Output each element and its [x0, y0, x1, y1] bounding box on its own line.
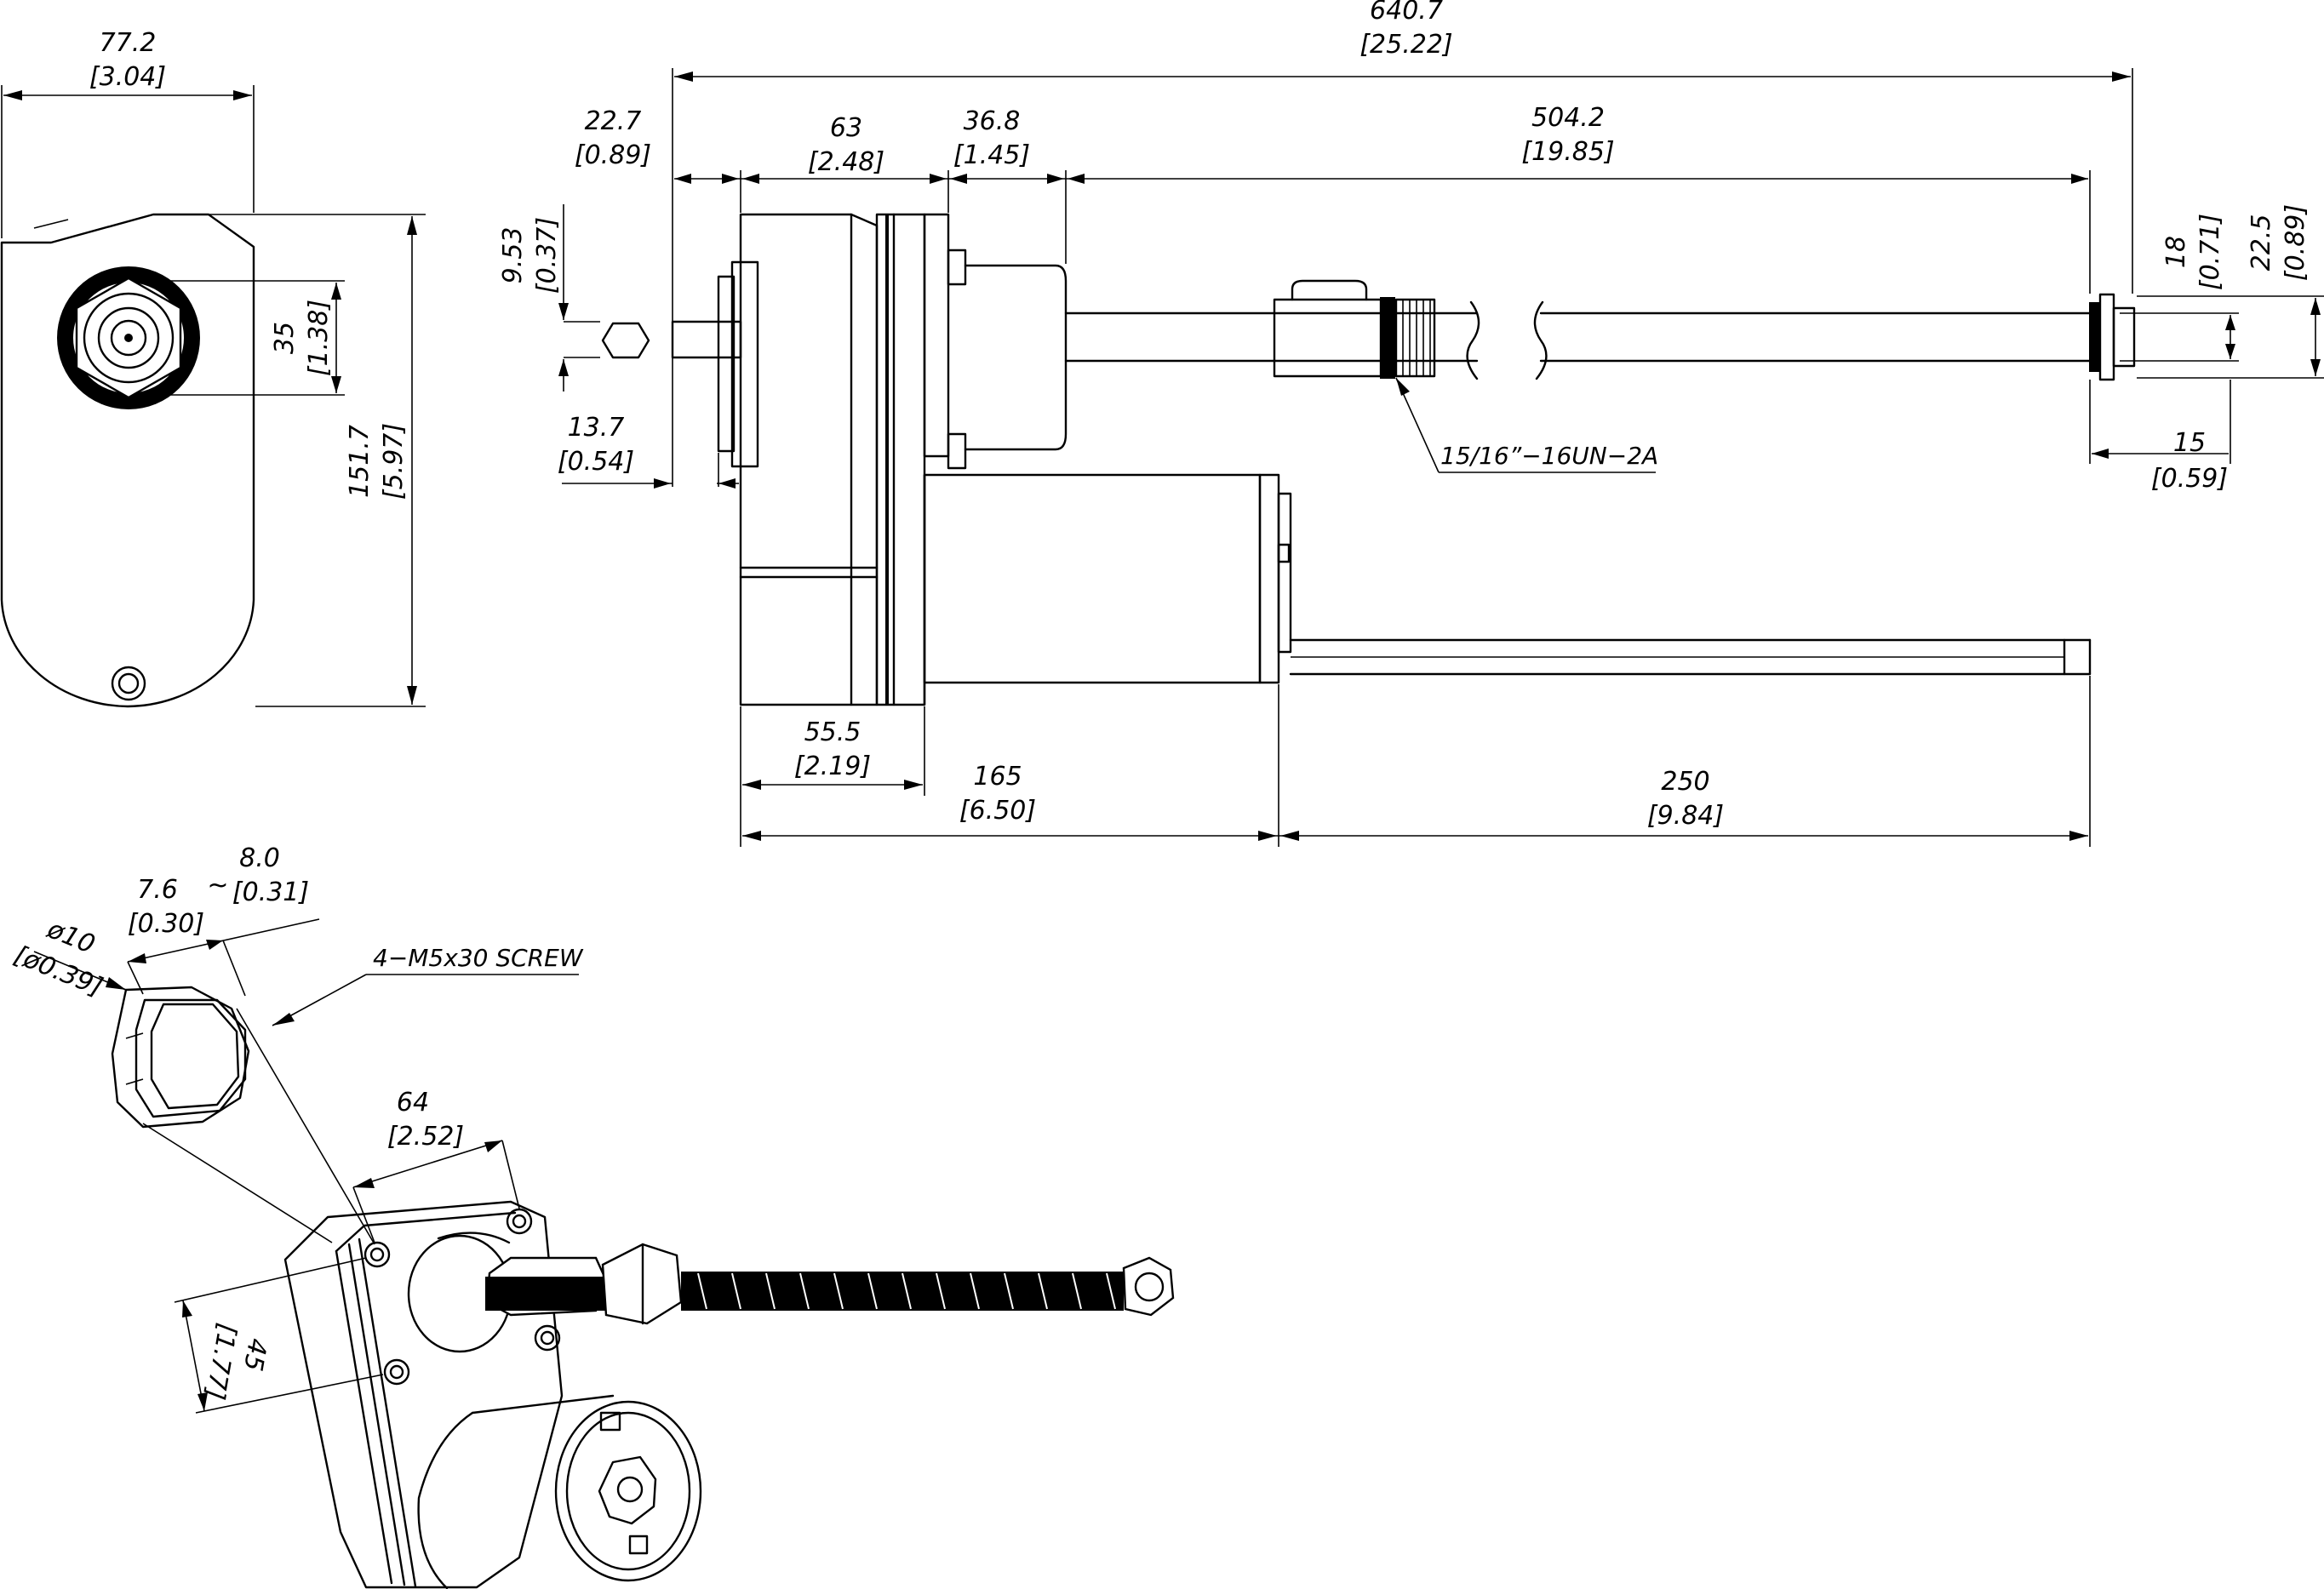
iso-view — [111, 986, 1175, 1589]
screw-threads — [697, 1272, 1116, 1310]
dim-height-45-mm: 45 — [238, 1336, 272, 1374]
dim-motor-len-mm: 165 — [973, 762, 1022, 792]
dim-shaft-offset-in: [0.54] — [558, 447, 634, 477]
dim-clevis-dia-in: [ø0.39] — [10, 940, 107, 1003]
dim-stroke-mm: 504.2 — [1531, 103, 1605, 133]
thread-spec: 15/16”−16UN−2A — [1440, 442, 1658, 470]
dim-clevis-sep: ~ — [207, 871, 228, 900]
thread-ribs — [1394, 298, 1436, 378]
dim-hole-spacing-mm: 64 — [397, 1088, 429, 1117]
dim-end-thick-mm: 15 — [2173, 428, 2206, 458]
dim-gearbox-mm: 63 — [830, 113, 862, 143]
dim-rod-end-in: [1.38] — [304, 300, 334, 376]
dim-height-45-in: [1.77] — [199, 1321, 242, 1402]
dim-clevis-min-in: [0.30] — [128, 909, 204, 939]
dim-nut-dia-mm: 22.5 — [2247, 214, 2276, 272]
dim-gear-base-mm: 55.5 — [804, 717, 861, 747]
dim-overall-in: [25.22] — [1359, 30, 1452, 60]
dim-hex-in: [0.37] — [532, 217, 562, 294]
dim-end-width-in: [3.04] — [89, 62, 166, 92]
dim-clevis-min-mm: 7.6 — [137, 875, 178, 905]
dim-rod-end-mm: 35 — [270, 322, 300, 354]
dim-gear-base-in: [2.19] — [794, 752, 871, 781]
dim-collar-mm: 36.8 — [964, 106, 1021, 136]
end-view-dimensions: 77.2 [3.04] 151.7 [5.97] 35 [1.38] — [1, 28, 426, 707]
dim-collar-in: [1.45] — [953, 140, 1030, 170]
dim-end-width-mm: 77.2 — [100, 28, 157, 58]
dim-overall-mm: 640.7 — [1370, 0, 1443, 26]
dim-end-height-mm: 151.7 — [345, 425, 375, 498]
dim-hole-spacing-in: [2.52] — [387, 1122, 464, 1152]
dim-rod-dia-in: [0.71] — [2195, 214, 2225, 290]
dim-hex-mm: 9.53 — [498, 227, 528, 284]
dim-gearbox-in: [2.48] — [808, 147, 884, 177]
side-view — [601, 213, 2136, 706]
dim-shaft-ext-mm: 22.7 — [585, 106, 642, 136]
dim-rod-dia-mm: 18 — [2161, 236, 2191, 268]
dim-shaft-offset-mm: 13.7 — [568, 413, 625, 443]
dim-cable-mm: 250 — [1661, 767, 1709, 797]
dim-end-thick-in: [0.59] — [2151, 464, 2228, 494]
dim-end-height-in: [5.97] — [379, 423, 409, 500]
dim-clevis-max-mm: 8.0 — [239, 843, 280, 873]
dim-cable-in: [9.84] — [1647, 801, 1724, 831]
screw-note: 4−M5x30 SCREW — [373, 944, 584, 972]
dim-stroke-in: [19.85] — [1521, 137, 1614, 167]
end-view — [0, 213, 255, 708]
dim-nut-dia-in: [0.89] — [2281, 204, 2310, 281]
side-view-dimensions: 640.7 [25.22] 22.7 [0.89] 63 [2.48] 36.8… — [498, 0, 2324, 847]
iso-dimensions: ø10 [ø0.39] 7.6 [0.30] ~ 8.0 [0.31] 4−M5… — [10, 843, 584, 1414]
dim-shaft-ext-in: [0.89] — [575, 140, 651, 170]
dim-clevis-max-in: [0.31] — [232, 877, 309, 907]
dim-motor-len-in: [6.50] — [959, 796, 1036, 826]
